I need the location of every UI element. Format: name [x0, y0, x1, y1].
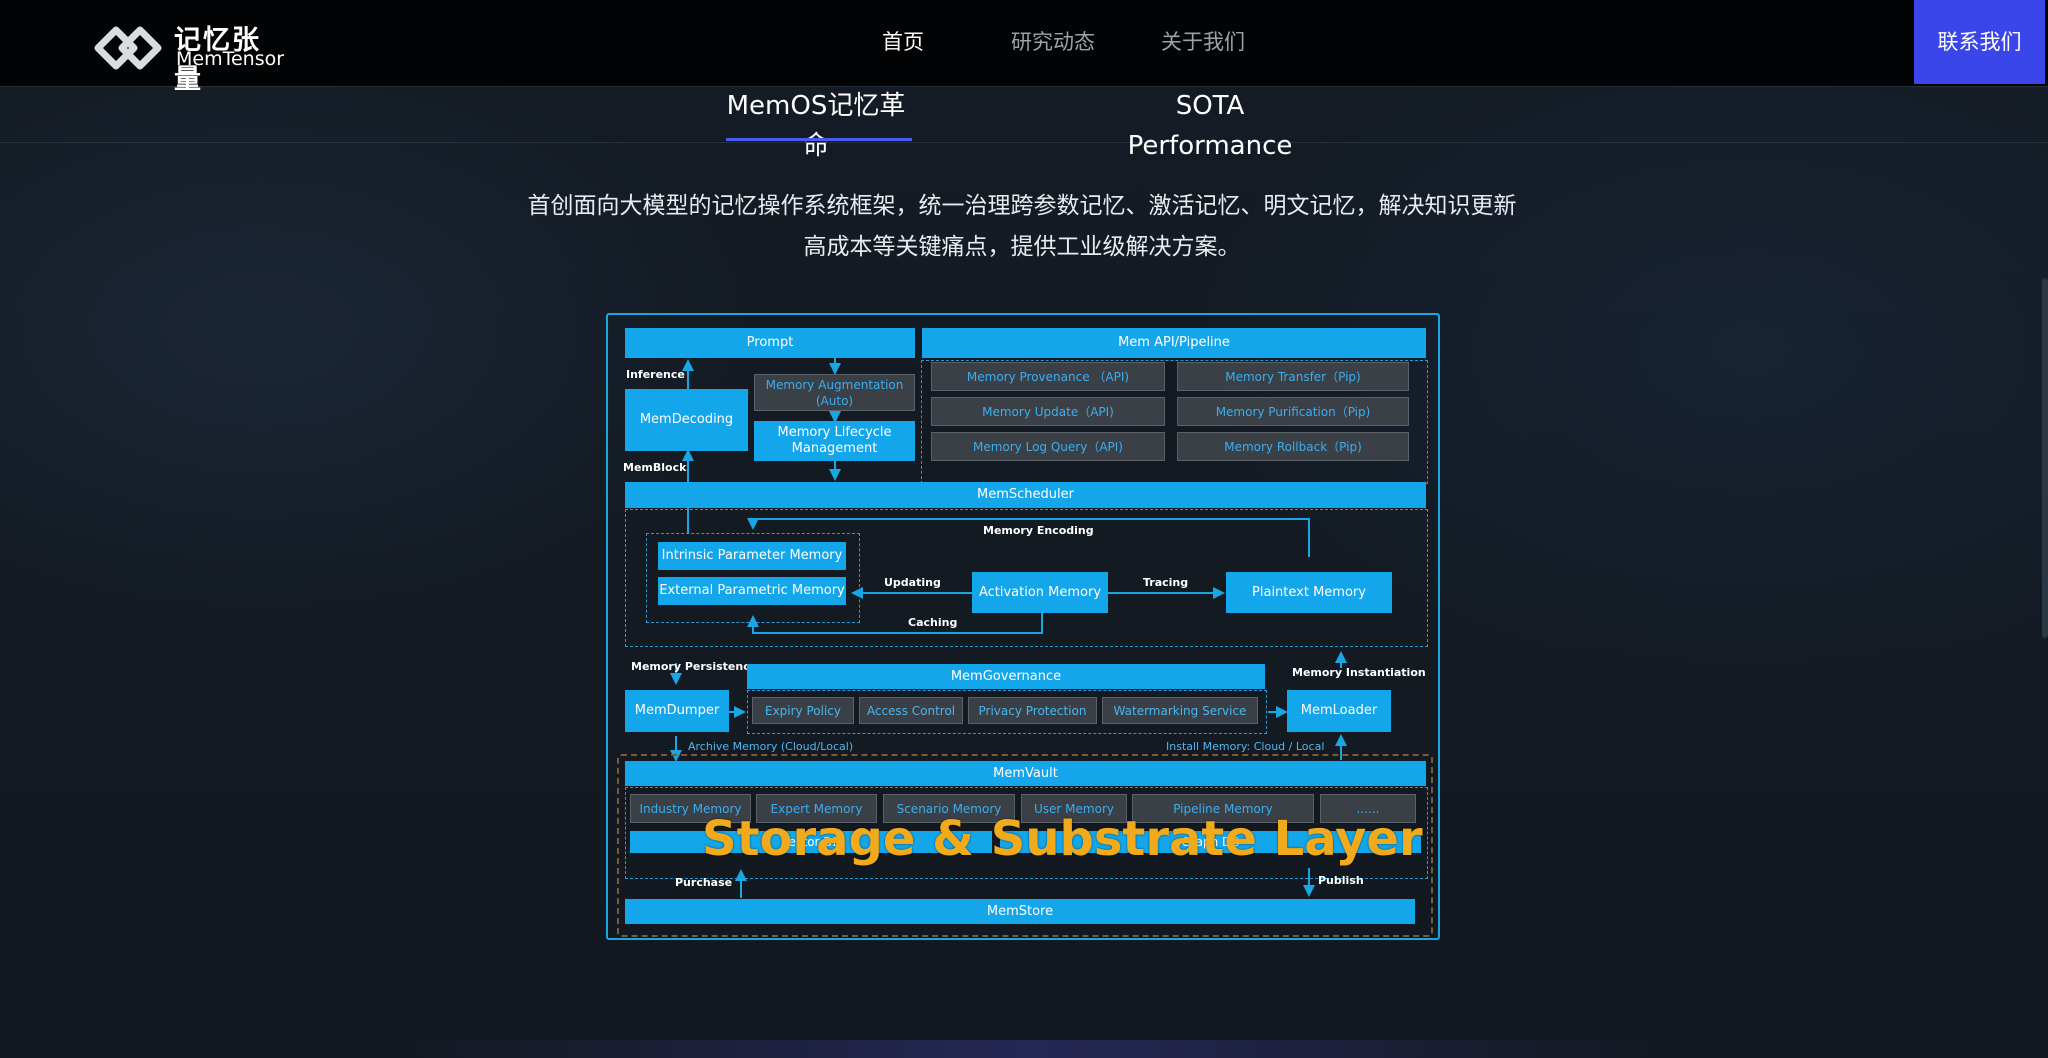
- memloader-box: MemLoader: [1287, 690, 1391, 732]
- mem-api-pipeline-box: Mem API/Pipeline: [922, 328, 1426, 358]
- vault-industry-memory: Industry Memory: [630, 794, 751, 823]
- updating-label: Updating: [884, 576, 941, 589]
- api-item-rollback: Memory Rollback（Pip): [1177, 432, 1409, 461]
- contact-us-button[interactable]: 联系我们: [1914, 0, 2045, 84]
- memtensor-logo-icon: [94, 26, 162, 70]
- memstore-box: MemStore: [625, 899, 1415, 924]
- diagram-frame: [606, 313, 1440, 940]
- logo-english-name: MemTensor: [176, 48, 285, 70]
- governance-access-control: Access Control: [859, 697, 963, 724]
- main-nav: 首页 研究动态 关于我们: [828, 0, 1278, 86]
- vault-more-items: ......: [1320, 794, 1416, 823]
- brand-logo[interactable]: 记忆张量 MemTensor: [90, 16, 284, 95]
- api-item-update: Memory Update（API): [931, 397, 1165, 426]
- memos-architecture-diagram: Prompt Mem API/Pipeline Inference MemDec…: [606, 313, 1440, 940]
- next-section-edge: [380, 1040, 1680, 1058]
- tab-memos[interactable]: MemOS记忆革命: [726, 91, 906, 161]
- governance-privacy-protection: Privacy Protection: [968, 697, 1097, 724]
- parametric-memory-group: [646, 533, 860, 623]
- vector-db-box: Vector DB: [630, 831, 992, 853]
- governance-expiry-policy: Expiry Policy: [752, 697, 854, 724]
- api-item-provenance: Memory Provenance （API): [931, 362, 1165, 391]
- memdecoding-box: MemDecoding: [625, 389, 748, 451]
- logo-chinese-name: 记忆张量: [174, 25, 261, 95]
- intrinsic-parameter-memory-box: Intrinsic Parameter Memory: [658, 542, 846, 570]
- governance-items-group: [747, 690, 1267, 734]
- page-scrollbar[interactable]: [2042, 86, 2048, 1058]
- memscheduler-box: MemScheduler: [625, 482, 1426, 508]
- memory-instantiation-label: Memory Instantiation: [1292, 666, 1426, 679]
- external-parametric-memory-box: External Parametric Memory: [658, 577, 846, 605]
- archive-memory-label: Archive Memory (Cloud/Local): [688, 740, 854, 753]
- vault-expert-memory: Expert Memory: [756, 794, 877, 823]
- inference-label: Inference: [626, 368, 685, 381]
- intro-line-2: 高成本等关键痛点，提供工业级解决方案。: [803, 234, 1241, 260]
- memory-persistence-label: Memory Persistence: [631, 660, 758, 673]
- memvault-box: MemVault: [625, 761, 1426, 786]
- governance-watermarking-service: Watermarking Service: [1102, 697, 1258, 724]
- feature-tabs: MemOS记忆革命 SOTA Performance: [0, 86, 2048, 161]
- api-item-transfer: Memory Transfer（Pip): [1177, 362, 1409, 391]
- memgovernance-box: MemGovernance: [747, 664, 1265, 689]
- intro-line-1: 首创面向大模型的记忆操作系统框架，统一治理跨参数记忆、激活记忆、明文记忆，解决知…: [527, 193, 1517, 219]
- vault-user-memory: User Memory: [1021, 794, 1127, 823]
- nav-about[interactable]: 关于我们: [1161, 30, 1245, 54]
- prompt-box: Prompt: [625, 328, 915, 358]
- graph-db-box: Graph DB: [1000, 831, 1421, 853]
- memory-augmentation-box: Memory Augmentation (Auto): [754, 374, 915, 411]
- nav-research[interactable]: 研究动态: [1011, 30, 1095, 54]
- tab-sota-performance[interactable]: SOTA Performance: [1127, 91, 1293, 161]
- nav-home[interactable]: 首页: [882, 30, 924, 54]
- diagram-connectors: [670, 358, 1347, 898]
- purchase-label: Purchase: [675, 876, 733, 889]
- vault-pipeline-memory: Pipeline Memory: [1132, 794, 1314, 823]
- intro-text: 首创面向大模型的记忆操作系统框架，统一治理跨参数记忆、激活记忆、明文记忆，解决知…: [420, 186, 1624, 268]
- tracing-label: Tracing: [1143, 576, 1189, 589]
- activation-memory-box: Activation Memory: [972, 572, 1108, 613]
- api-item-log-query: Memory Log Query（API): [931, 432, 1165, 461]
- memblock-label: MemBlock: [623, 461, 687, 474]
- storage-layer-group: [617, 754, 1433, 937]
- vault-scenario-memory: Scenario Memory: [883, 794, 1015, 823]
- scheduler-group: [625, 509, 1428, 647]
- active-tab-indicator: [726, 138, 912, 141]
- install-memory-label: Install Memory: Cloud / Local: [1166, 740, 1325, 753]
- storage-substrate-layer-overlay: Storage & Substrate Layer: [702, 811, 1423, 867]
- memory-encoding-label: Memory Encoding: [983, 524, 1094, 537]
- memvault-group: [625, 787, 1428, 879]
- api-item-purification: Memory Purification（Pip): [1177, 397, 1409, 426]
- plaintext-memory-box: Plaintext Memory: [1226, 572, 1392, 613]
- memory-lifecycle-box: Memory Lifecycle Management: [754, 421, 915, 461]
- publish-label: Publish: [1318, 874, 1364, 887]
- memdumper-box: MemDumper: [625, 690, 729, 732]
- scrollbar-thumb[interactable]: [2042, 278, 2048, 638]
- top-navigation-bar: 记忆张量 MemTensor 首页 研究动态 关于我们 联系我们: [0, 0, 2048, 95]
- caching-label: Caching: [908, 616, 958, 629]
